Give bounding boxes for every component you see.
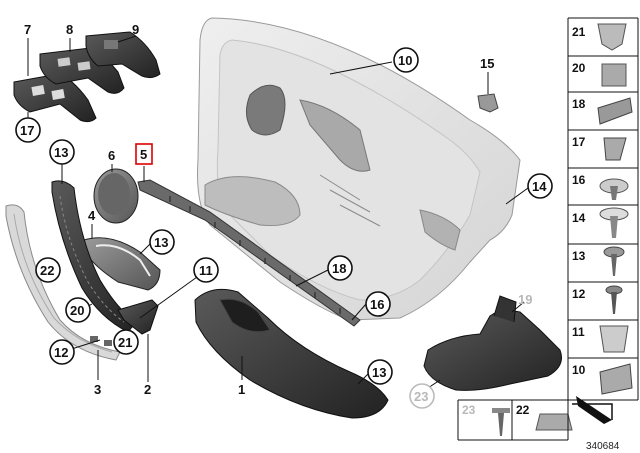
svg-text:20: 20 — [572, 61, 586, 75]
svg-text:23: 23 — [462, 403, 476, 417]
callout-5: 5 — [135, 143, 153, 165]
svg-text:11: 11 — [199, 263, 213, 278]
fastener-column-grid — [457, 17, 639, 441]
fastener-icons — [597, 23, 633, 395]
callout-18: 18 — [327, 255, 353, 281]
svg-text:14: 14 — [532, 179, 547, 194]
svg-text:17: 17 — [20, 123, 34, 138]
svg-text:3: 3 — [94, 382, 101, 397]
callout-13-bottom: 13 — [367, 359, 393, 385]
handle-insert-part-4 — [83, 237, 161, 291]
svg-text:20: 20 — [70, 303, 84, 318]
clip-part-22 — [535, 413, 573, 431]
callout-15: 15 — [480, 56, 494, 71]
callout-8: 8 — [66, 22, 73, 37]
svg-text:9: 9 — [132, 22, 139, 37]
callout-16: 16 — [365, 291, 391, 317]
svg-text:13: 13 — [54, 145, 68, 160]
callout-13-middle: 13 — [149, 229, 175, 255]
svg-text:17: 17 — [572, 135, 586, 149]
switch-trim-part-9 — [85, 31, 161, 79]
svg-text:18: 18 — [332, 261, 346, 276]
callout-3: 3 — [94, 382, 101, 397]
svg-text:11: 11 — [572, 325, 585, 339]
armrest-carrier-part-19 — [423, 295, 562, 391]
callout-22: 22 — [35, 257, 61, 283]
callout-19: 19 — [518, 292, 532, 307]
svg-text:12: 12 — [572, 287, 586, 301]
svg-text:22: 22 — [40, 263, 54, 278]
door-trim-panel — [197, 17, 521, 321]
svg-text:21: 21 — [572, 25, 586, 39]
svg-text:6: 6 — [108, 148, 115, 163]
svg-text:10: 10 — [398, 53, 412, 68]
svg-text:8: 8 — [66, 22, 73, 37]
svg-text:12: 12 — [54, 345, 68, 360]
svg-text:13: 13 — [154, 235, 168, 250]
side-column-labels: 21 20 18 17 16 14 13 12 11 10 — [572, 25, 586, 377]
svg-text:16: 16 — [572, 173, 586, 187]
callout-20: 20 — [65, 297, 91, 323]
svg-text:7: 7 — [24, 22, 31, 37]
callout-1: 1 — [238, 382, 245, 397]
callout-17: 17 — [15, 117, 41, 143]
svg-text:13: 13 — [572, 249, 586, 263]
svg-text:5: 5 — [140, 147, 147, 162]
callout-2: 2 — [144, 382, 151, 397]
screw-part-23 — [492, 408, 510, 436]
svg-text:22: 22 — [516, 403, 530, 417]
seal-strip-part-5 — [137, 179, 361, 327]
svg-text:14: 14 — [572, 211, 586, 225]
callout-12: 12 — [49, 339, 75, 365]
clip-part-15 — [477, 93, 499, 113]
callout-7: 7 — [24, 22, 31, 37]
callout-9: 9 — [132, 22, 139, 37]
callout-23: 23 — [409, 383, 435, 409]
callout-6: 6 — [108, 148, 115, 163]
callout-4: 4 — [88, 208, 96, 223]
switch-trim-part-7 — [13, 73, 97, 123]
speaker-cover-part-6 — [93, 168, 139, 224]
svg-text:15: 15 — [480, 56, 494, 71]
callout-11: 11 — [193, 257, 219, 283]
pull-handle-part-2 — [117, 299, 159, 335]
direction-arrow-icon — [572, 396, 613, 424]
svg-text:23: 23 — [414, 389, 428, 404]
svg-text:2: 2 — [144, 382, 151, 397]
svg-text:16: 16 — [370, 297, 384, 312]
callout-21: 21 — [113, 329, 139, 355]
svg-text:4: 4 — [88, 208, 96, 223]
svg-text:19: 19 — [518, 292, 532, 307]
callout-13-top: 13 — [49, 139, 75, 165]
callout-10: 10 — [393, 47, 419, 73]
bottom-row-labels: 23 22 — [462, 403, 530, 417]
reference-number: 340684 — [586, 441, 620, 452]
armrest-part-1 — [194, 288, 389, 419]
svg-text:10: 10 — [572, 363, 586, 377]
svg-text:21: 21 — [118, 335, 132, 350]
svg-text:13: 13 — [372, 365, 386, 380]
svg-text:18: 18 — [572, 97, 586, 111]
svg-text:1: 1 — [238, 382, 245, 397]
callout-14: 14 — [527, 173, 553, 199]
